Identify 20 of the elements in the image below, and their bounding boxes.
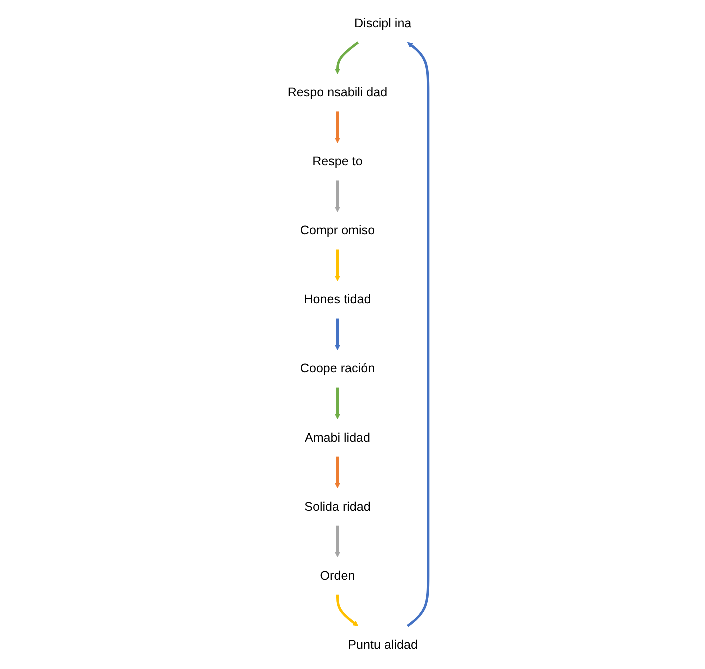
node-text: Puntu alidad (348, 638, 418, 652)
arrow (334, 526, 340, 558)
node-text: Amabi lidad (304, 431, 370, 445)
arrow (334, 388, 340, 420)
arrow (334, 250, 340, 282)
arrow (336, 594, 358, 627)
node-text: Solida ridad (304, 500, 370, 514)
node-text: Respo nsabili dad (287, 86, 388, 100)
arrow (334, 112, 340, 144)
node-text: Compr omiso (300, 224, 375, 238)
node-text: Hones tidad (304, 293, 371, 307)
arrow (334, 180, 340, 212)
arrow (334, 456, 340, 488)
arrow (334, 318, 340, 350)
node-text: Orden (320, 569, 355, 583)
node-text: Coope ración (300, 362, 375, 376)
arrow (406, 42, 430, 628)
node-text: Respe to (312, 155, 362, 169)
arrow (334, 42, 359, 74)
node-text: Discipl ina (354, 16, 412, 31)
